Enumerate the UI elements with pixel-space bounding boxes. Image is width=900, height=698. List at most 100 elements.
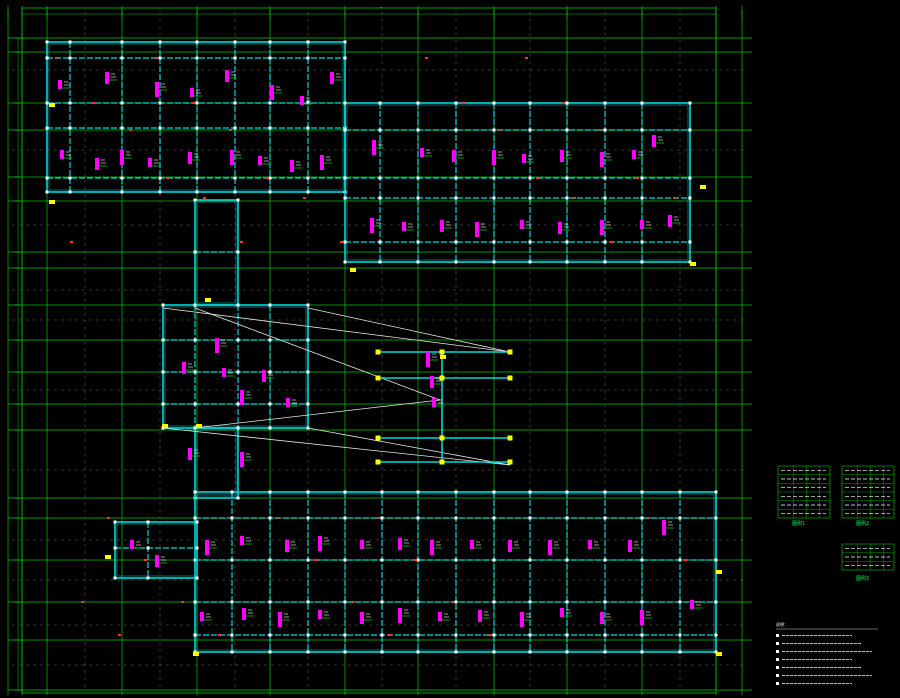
rebar-tag-bar [240,390,244,405]
block-south-column [565,516,569,520]
block-north-west-column [45,40,49,44]
block-south-column [416,558,420,562]
block-south-column [380,633,384,637]
rebar-tag-bar [430,376,434,388]
corridor-north-column [193,250,197,254]
rebar-tag-bar [478,610,482,622]
block-middle-column [306,303,310,307]
block-south-column [640,516,644,520]
rebar-tag [240,452,252,467]
rebar-tag [300,96,312,105]
beam-accent-mark [144,559,147,561]
block-south-column [603,490,607,494]
frame-node [375,435,381,441]
block-south-column [416,516,420,520]
beam-accent-mark [203,197,206,199]
block-middle-column [306,370,310,374]
block-north-west-column [195,126,199,130]
connection-line [194,307,441,401]
block-north-east-column [343,260,347,264]
general-notes: 说明： [776,621,878,685]
block-south-column [306,633,310,637]
block-middle-outline-inner [164,306,307,427]
block-north-east-column [565,196,569,200]
block-north-west-column [158,126,162,130]
rebar-tag-bar [205,540,209,555]
beam-accent-mark [610,241,613,243]
rebar-tag [475,222,487,237]
rebar-tag-bar [155,555,159,567]
beam-accent-mark [303,197,306,199]
rebar-tag [318,536,330,551]
block-south-annex-column [146,576,150,580]
rebar-tag-bar [558,222,562,234]
rebar-tag [262,370,274,382]
rebar-tag [182,362,194,374]
rebar-tag-bar [188,448,192,460]
rebar-tag [600,152,612,167]
rebar-tag [330,72,342,84]
rebar-tag [270,85,282,100]
rebar-tag-bar [398,608,402,623]
block-north-west-column [158,101,162,105]
beam-accent-mark [351,601,354,603]
block-south-column [640,633,644,637]
rebar-tag [440,220,452,232]
block-north-east-column [378,128,382,132]
block-south-column [492,558,496,562]
rebar-tag [398,538,410,550]
rebar-tag [438,612,450,621]
block-south-column [454,558,458,562]
block-north-east-column [528,240,532,244]
block-north-east-column [528,196,532,200]
block-south-column [193,490,197,494]
rebar-tag-bar [600,612,604,624]
block-north-west-column [268,101,272,105]
rebar-tag-bar [662,520,666,535]
beam-accent-mark [277,517,280,519]
block-north-east-column [688,101,692,105]
block-south-annex-column [195,576,199,580]
block-south-column [528,558,532,562]
block-north-west-column [195,176,199,180]
block-north-east-outline-inner [346,104,689,261]
rebar-tag [430,376,442,388]
block-north-east-column [688,196,692,200]
block-north-east-column [416,260,420,264]
block-south-column [640,490,644,494]
detail-marker [440,355,446,359]
block-north-east [343,101,692,264]
note-bullet [776,666,779,669]
rebar-tag [242,608,254,620]
rebar-tag-bar [520,612,524,627]
block-south-column [416,600,420,604]
note-bullet [776,658,779,661]
rebar-tag-bar [188,152,192,164]
block-south-column [343,600,347,604]
block-south-column [528,600,532,604]
block-north-east-column [454,128,458,132]
beam-accent-mark [377,517,380,519]
rebar-tag [190,88,202,97]
block-south [193,490,718,654]
rebar-annotations [49,70,722,656]
block-north-west-column [306,40,310,44]
block-north-west-column [233,101,237,105]
rebar-tag-bar [240,536,244,545]
rebar-tag [690,600,702,609]
block-north-east-column [640,260,644,264]
block-north-west-column [68,190,72,194]
rebar-tag-bar [520,220,524,229]
block-south-column [714,600,718,604]
rebar-tag-bar [225,70,229,82]
block-north-west-column [195,101,199,105]
rebar-tag-bar [398,538,402,550]
rebar-tag-bar [120,150,124,165]
block-north-east-column [492,176,496,180]
block-middle-column [268,338,272,342]
block-south-annex-outline-inner [116,523,196,577]
rebar-tag [95,158,107,170]
block-south-annex-column [113,546,117,550]
block-south-column [492,633,496,637]
